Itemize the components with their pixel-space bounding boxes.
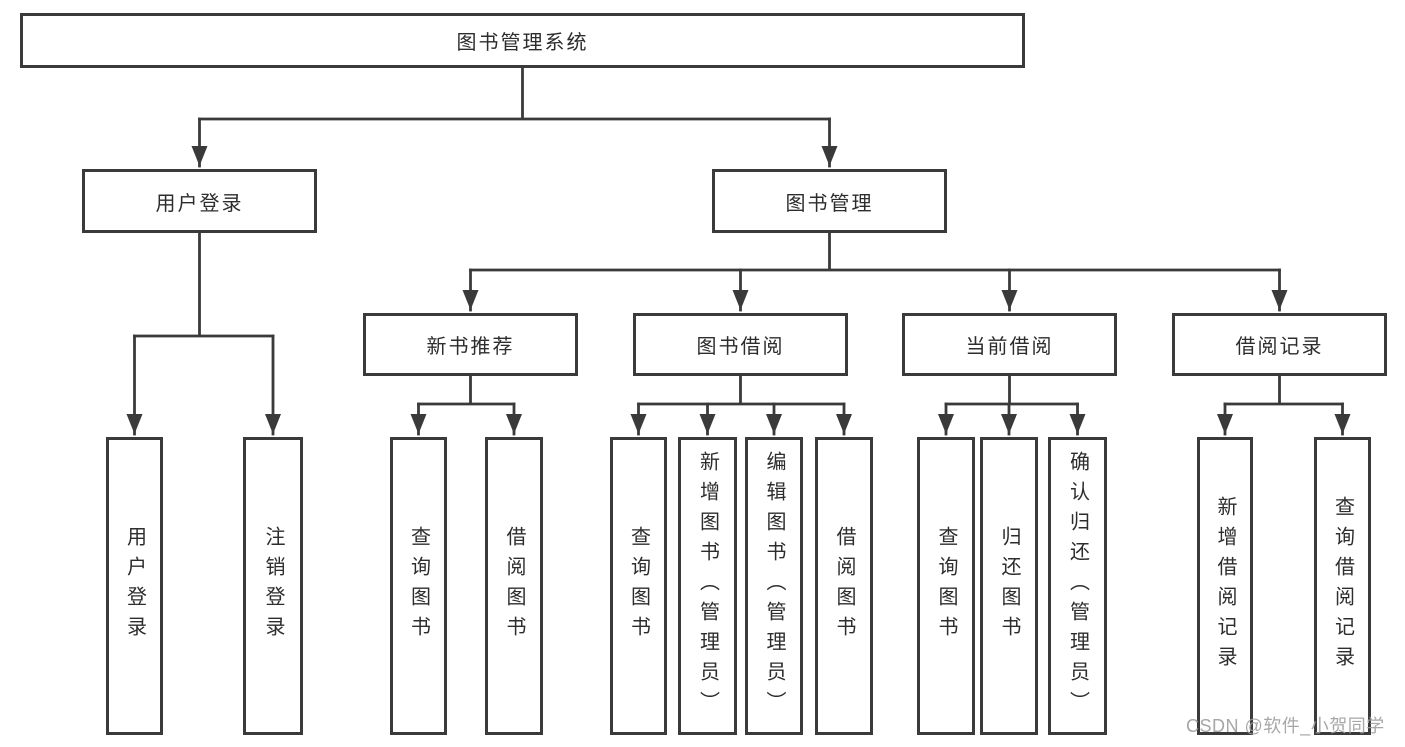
node-borrowing-records: 借阅记录 — [1172, 313, 1387, 376]
node-label: 确认归还（管理员） — [1066, 451, 1089, 721]
node-leaf-user-login: 用户登录 — [106, 437, 163, 735]
node-leaf-current-return-book: 归还图书 — [980, 437, 1038, 735]
node-label: 图书管理系统 — [456, 32, 589, 54]
node-leaf-recommend-query-book: 查询图书 — [390, 437, 447, 735]
node-label: 图书管理 — [785, 192, 874, 215]
node-leaf-current-confirm-return-admin: 确认归还（管理员） — [1048, 437, 1107, 735]
node-label: 查询图书 — [627, 526, 650, 646]
node-label: 归还图书 — [998, 526, 1020, 646]
node-label: 借阅图书 — [833, 526, 855, 646]
node-leaf-borrowing-edit-book-admin: 编辑图书（管理员） — [745, 437, 803, 735]
node-new-book-recommendation: 新书推荐 — [363, 313, 578, 376]
node-label: 用户登录 — [155, 192, 244, 215]
node-label: 查询图书 — [935, 526, 957, 646]
node-label: 查询借阅记录 — [1331, 496, 1354, 676]
node-label: 新增借阅记录 — [1214, 496, 1236, 676]
node-leaf-records-add-record: 新增借阅记录 — [1197, 437, 1253, 735]
node-current-borrowing: 当前借阅 — [902, 313, 1117, 376]
node-label: 查询图书 — [407, 526, 430, 646]
node-leaf-current-query-book: 查询图书 — [917, 437, 975, 735]
node-label: 当前借阅 — [965, 336, 1054, 358]
node-leaf-recommend-borrow-book: 借阅图书 — [485, 437, 543, 735]
node-book-management: 图书管理 — [712, 169, 947, 233]
node-label: 注销登录 — [262, 526, 284, 646]
node-label: 新增图书（管理员） — [696, 451, 719, 721]
node-leaf-borrowing-query-book: 查询图书 — [610, 437, 667, 735]
node-leaf-logout: 注销登录 — [243, 437, 303, 735]
node-library-system: 图书管理系统 — [20, 13, 1025, 68]
node-leaf-borrowing-borrow-book: 借阅图书 — [815, 437, 873, 735]
node-label: 用户登录 — [123, 526, 146, 646]
node-label: 借阅图书 — [503, 526, 525, 646]
node-label: 编辑图书（管理员） — [763, 451, 785, 721]
node-book-borrowing: 图书借阅 — [633, 313, 848, 376]
node-user-login: 用户登录 — [82, 169, 317, 233]
node-label: 图书借阅 — [696, 336, 785, 358]
node-leaf-borrowing-add-book-admin: 新增图书（管理员） — [678, 437, 737, 735]
node-leaf-records-query-record: 查询借阅记录 — [1314, 437, 1371, 735]
watermark: CSDN @软件_小贺同学 — [1186, 716, 1385, 736]
node-label: 借阅记录 — [1235, 336, 1324, 358]
node-label: 新书推荐 — [426, 336, 515, 358]
